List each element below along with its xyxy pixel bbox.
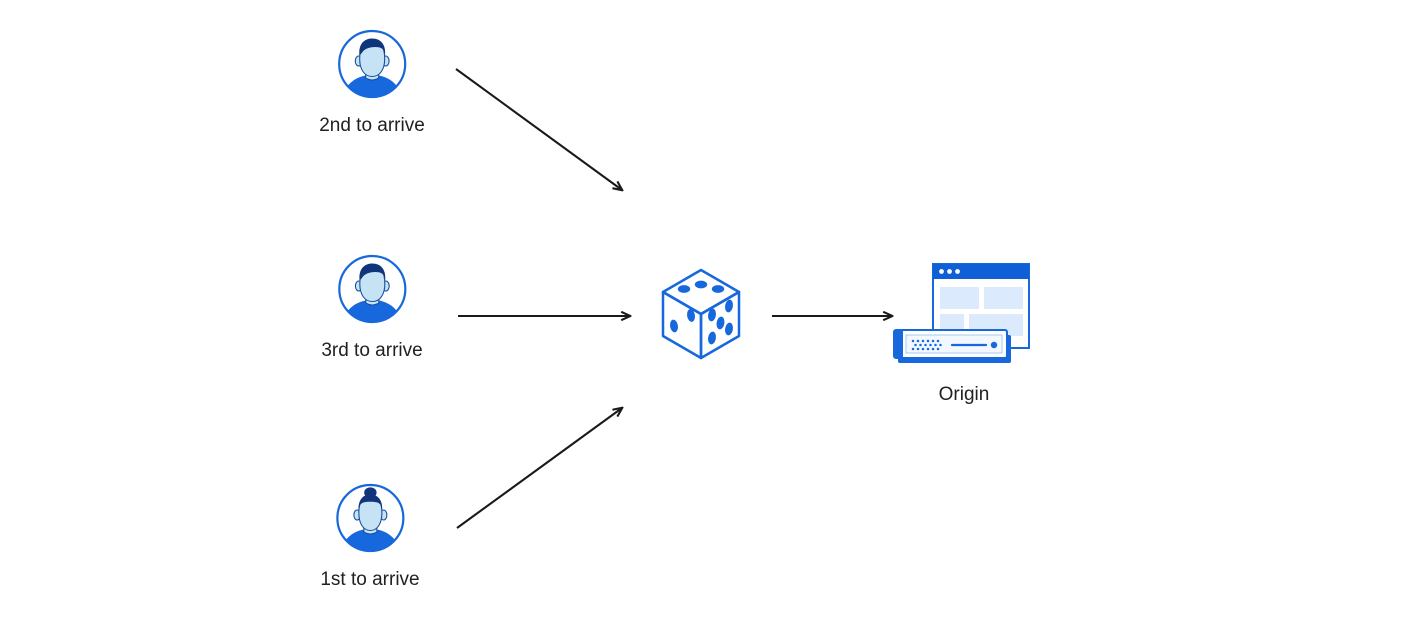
dice-icon: [658, 266, 744, 364]
origin-server-icon: [889, 259, 1039, 371]
user-avatar-icon: [336, 253, 408, 325]
node-randomizer: [658, 266, 744, 364]
node-label-client-1st: 1st to arrive: [320, 569, 420, 590]
node-client-2nd: 2nd to arrive: [319, 28, 425, 135]
node-origin: Origin: [889, 259, 1039, 404]
arrow-1st-to-dice: [456, 408, 622, 529]
user-avatar-alt-icon: [334, 482, 406, 554]
rack-server-device: [893, 329, 1011, 363]
node-label-origin: Origin: [938, 384, 990, 405]
arrow-2nd-to-dice: [455, 68, 622, 190]
node-label-client-2nd: 2nd to arrive: [319, 115, 425, 136]
node-client-3rd: 3rd to arrive: [321, 253, 423, 361]
node-label-client-3rd: 3rd to arrive: [321, 340, 423, 361]
node-client-1st: 1st to arrive: [320, 482, 420, 590]
user-avatar-icon: [336, 28, 408, 100]
